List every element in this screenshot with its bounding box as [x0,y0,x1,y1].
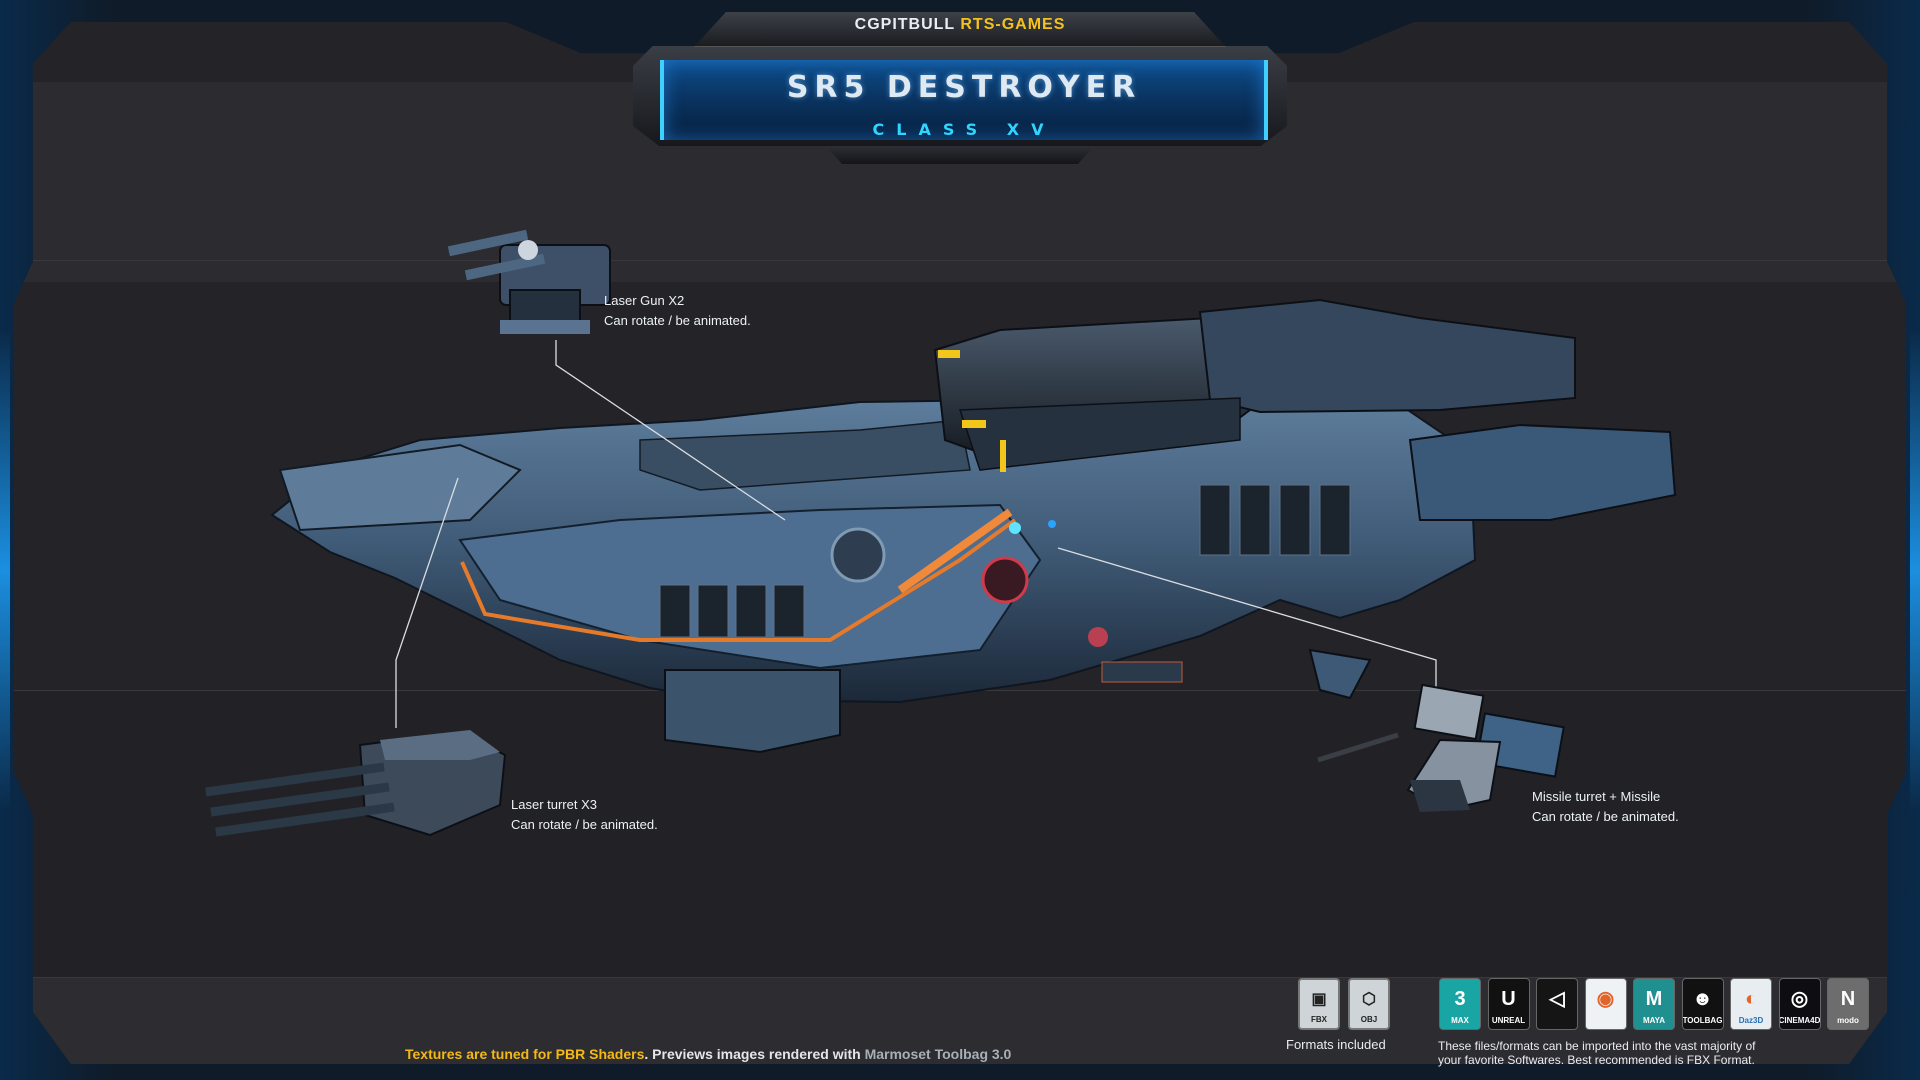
callout-note: Can rotate / be animated. [604,313,751,328]
callout-lines [395,340,1437,728]
title-screen [660,60,1268,140]
software-glyph: M [1645,988,1663,1010]
brand-tag: RTS-GAMES [960,16,1066,33]
page-title: SR5 DESTROYER [786,70,1142,105]
daz3d-icon: ◐ Daz3D [1730,978,1772,1030]
format-label: FBX [1311,1015,1327,1024]
formats-caption: Formats included [1286,1037,1386,1052]
divider-line [14,260,1906,261]
obj-file-icon: ⬡ OBJ [1348,978,1390,1030]
blender-icon: ◉ [1584,978,1627,1030]
unreal-engine-icon: U UNREAL [1487,978,1530,1030]
maya-icon: M MAYA [1633,978,1675,1030]
cinema4d-icon: ◎ CINEMA4D [1778,978,1821,1030]
callout-title: Laser Gun X2 [604,293,685,308]
software-label: modo [1837,1016,1859,1025]
callout-note: Can rotate / be animated. [1532,809,1679,824]
callout-title: Laser turret X3 [511,797,597,812]
fbx-file-icon: ▣ FBX [1298,978,1340,1030]
software-caption: These files/formats can be imported into… [1438,1039,1755,1067]
ship-hull [270,298,1677,754]
software-glyph: ◁ [1549,988,1565,1010]
callout-laser-turret: Laser turret X3 Can rotate / be animated… [511,795,658,835]
brand-label: CGPITBULL RTS-GAMES [694,16,1226,34]
format-label: OBJ [1360,1015,1378,1024]
callout-title: Missile turret + Missile [1532,789,1661,804]
software-label: CINEMA4D [1778,1016,1821,1025]
software-label: MAX [1451,1016,1469,1025]
software-label: TOOLBAG [1682,1016,1723,1025]
callout-laser-gun: Laser Gun X2 Can rotate / be animated. [604,291,751,331]
software-glyph: ◉ [1596,988,1615,1010]
title-plate-base [826,146,1094,164]
software-label: UNREAL [1491,1016,1526,1025]
footer-note: Textures are tuned for PBR Shaders. Prev… [405,1046,1011,1062]
callout-note: Can rotate / be animated. [511,817,658,832]
software-glyph: ◎ [1790,988,1809,1010]
software-label: MAYA [1642,1016,1666,1025]
page-subtitle: CLASS XV [872,120,1056,139]
missile-turret-part [1317,683,1565,812]
divider-line [14,977,1906,978]
brand-plate: CGPITBULL RTS-GAMES [694,12,1226,47]
footer-toolbag: Marmoset Toolbag 3.0 [864,1046,1012,1062]
software-caption-line: These files/formats can be imported into… [1438,1039,1756,1053]
software-caption-line: your favorite Softwares. Best recommende… [1438,1053,1755,1067]
software-label: Daz3D [1738,1016,1764,1025]
footer-middle: . Previews images rendered with [644,1046,865,1062]
software-glyph: N [1840,988,1856,1010]
laser-turret-part [205,730,507,837]
unity-icon: ◁ [1536,978,1578,1030]
panel-band-middle [14,690,1906,1000]
software-glyph: U [1501,988,1516,1010]
callout-missile-turret: Missile turret + Missile Can rotate / be… [1532,787,1679,827]
software-glyph: ☻ [1691,988,1714,1010]
right-glow-strip [1910,330,1920,810]
software-glyph: 3 [1454,988,1466,1010]
laser-gun-part [447,229,611,334]
footer-pbr: Textures are tuned for PBR Shaders [405,1046,645,1062]
marmoset-toolbag-icon: ☻ TOOLBAG [1681,978,1724,1030]
brand-name: CGPITBULL [854,16,955,33]
software-glyph: ◐ [1744,988,1758,1010]
left-glow-strip [0,330,10,810]
